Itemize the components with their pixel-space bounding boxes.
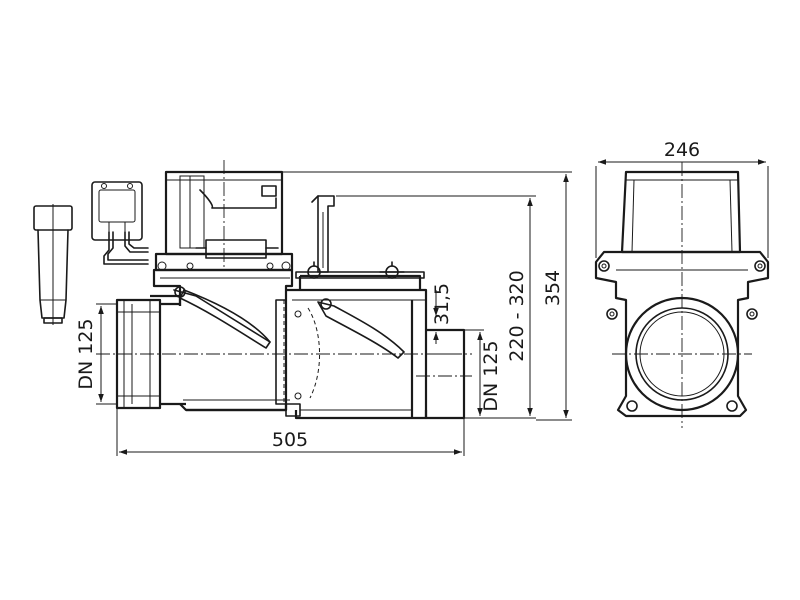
dim-offset: 31,5	[431, 283, 453, 325]
dim-total-length: 505	[272, 429, 308, 451]
dim-total-height: 354	[542, 270, 564, 306]
dim-outlet-dn: DN 125	[480, 340, 502, 411]
plug-accessory	[33, 204, 73, 325]
valve-body	[115, 170, 466, 420]
dim-front-width: 246	[664, 139, 700, 161]
dim-inlet-dn: DN 125	[75, 318, 97, 389]
front-view: 246	[594, 139, 770, 428]
control-box	[91, 181, 149, 265]
dim-height-range: 220 - 320	[506, 270, 528, 361]
side-view: DN 125 DN 125 31,5 220 - 320 354 505	[33, 160, 572, 456]
